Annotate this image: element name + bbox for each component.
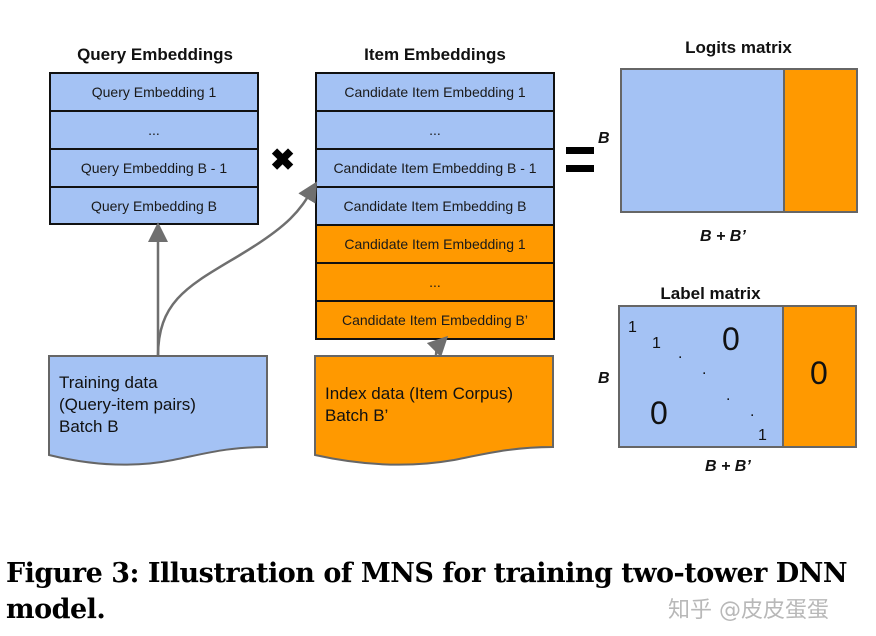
logits-matrix-title: Logits matrix <box>685 38 792 57</box>
query-embeddings-tower: Query Embedding 1 ... Query Embedding B … <box>49 72 259 225</box>
item-embeddings-title: Item Embeddings <box>364 45 506 64</box>
mixed-negative-embedding-row: Candidate Item Embedding B’ <box>317 302 553 338</box>
figure-caption: Figure 3: Illustration of MNS for traini… <box>6 556 866 628</box>
training-data-line: Training data <box>59 373 158 392</box>
label-matrix-title: Label matrix <box>660 284 761 303</box>
logits-row-label: B <box>598 130 610 147</box>
index-to-item-arrow <box>426 335 449 358</box>
label-row-label: B <box>598 370 610 387</box>
training-data-doc-shape <box>48 355 268 466</box>
multiply-icon: ✖ <box>270 144 296 177</box>
candidate-embedding-row: Candidate Item Embedding 1 <box>317 74 553 112</box>
diag-dot: . <box>678 345 683 362</box>
training-data-line: Batch B <box>59 417 119 436</box>
label-in-batch-block: 1 1 . . . . 1 0 0 <box>620 307 784 446</box>
training-data-label: Training data (Query-item pairs) Batch B <box>59 372 196 438</box>
caption-line-2: model. <box>6 594 106 625</box>
index-data-line: Index data (Item Corpus) <box>325 384 514 403</box>
mixed-zero: 0 <box>810 355 828 391</box>
candidate-embedding-row: Candidate Item Embedding B <box>317 188 553 226</box>
candidate-embedding-row: ... <box>317 112 553 150</box>
query-embeddings-title: Query Embeddings <box>77 45 233 64</box>
equals-icon <box>566 147 594 175</box>
logits-in-batch-block <box>622 70 785 211</box>
diag-one: 1 <box>652 335 661 352</box>
lower-zero: 0 <box>650 395 668 431</box>
candidate-embedding-row: Candidate Item Embedding B - 1 <box>317 150 553 188</box>
mixed-negative-embedding-row: Candidate Item Embedding 1 <box>317 226 553 264</box>
logits-mixed-block <box>785 70 856 211</box>
index-data-label: Index data (Item Corpus) Batch B’ <box>325 383 513 427</box>
diag-one: 1 <box>758 427 767 444</box>
label-col-label: B + B’ <box>705 458 751 475</box>
item-embeddings-tower: Candidate Item Embedding 1 ... Candidate… <box>315 72 555 340</box>
label-mixed-block: 0 <box>784 307 855 446</box>
training-data-line: (Query-item pairs) <box>59 395 196 414</box>
query-embedding-row: Query Embedding B - 1 <box>51 150 257 188</box>
query-embedding-row: ... <box>51 112 257 150</box>
training-to-item-arrow <box>156 181 318 357</box>
diag-dot: . <box>726 387 731 404</box>
logits-matrix <box>620 68 858 213</box>
diag-one: 1 <box>628 319 637 336</box>
logits-col-label: B + B’ <box>700 228 746 245</box>
label-matrix: 1 1 . . . . 1 0 0 0 <box>618 305 857 448</box>
upper-zero: 0 <box>722 321 740 357</box>
diag-dot: . <box>702 361 707 378</box>
query-embedding-row: Query Embedding 1 <box>51 74 257 112</box>
watermark: 知乎 @皮皮蛋蛋 <box>668 598 829 623</box>
index-data-doc-shape <box>314 355 554 466</box>
mixed-negative-embedding-row: ... <box>317 264 553 302</box>
index-data-line: Batch B’ <box>325 406 389 425</box>
query-embedding-row: Query Embedding B <box>51 188 257 223</box>
diag-dot: . <box>750 403 755 420</box>
caption-line-1: Figure 3: Illustration of MNS for traini… <box>6 558 848 589</box>
